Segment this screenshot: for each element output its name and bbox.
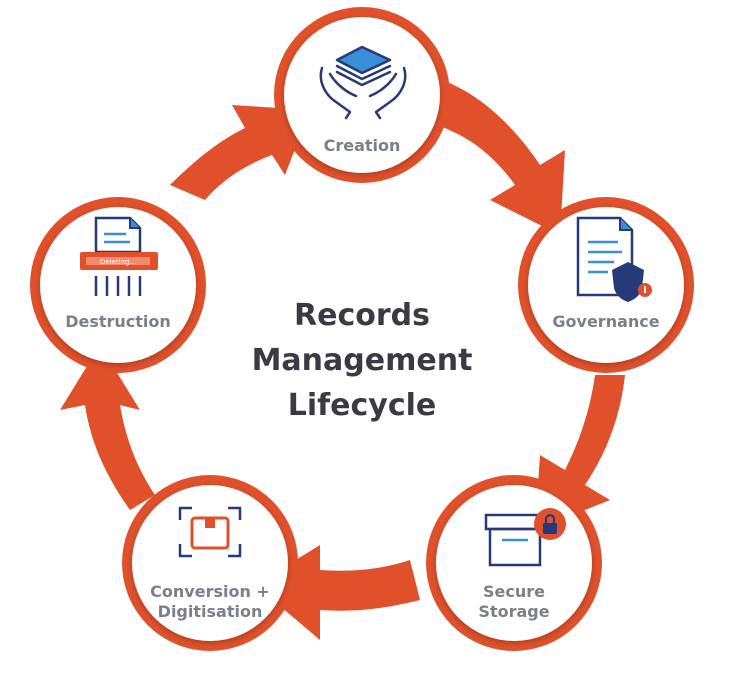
stage-label-conversion-2: Digitisation bbox=[158, 602, 263, 621]
stage-node-destruction: Deleting... Destruction bbox=[30, 197, 206, 373]
stage-node-secure-storage: Secure Storage bbox=[426, 475, 602, 651]
center-title-line-3: Lifecycle bbox=[288, 388, 437, 423]
center-title-line-1: Records bbox=[294, 298, 430, 333]
arrow-destruction-to-creation bbox=[170, 105, 310, 200]
stage-node-governance: Governance bbox=[518, 197, 694, 373]
document-shield-icon bbox=[576, 216, 652, 302]
stage-label-creation: Creation bbox=[324, 136, 401, 155]
hands-holding-papers-icon bbox=[319, 45, 407, 120]
stage-label-destruction: Destruction bbox=[65, 312, 171, 331]
stage-node-creation: Creation bbox=[274, 7, 450, 183]
center-title: Records Management Lifecycle bbox=[252, 298, 473, 423]
locked-box-icon bbox=[484, 508, 566, 567]
scan-frame-icon bbox=[178, 506, 242, 558]
arrow-conversion-to-destruction bbox=[60, 345, 155, 510]
stage-label-governance: Governance bbox=[552, 312, 659, 331]
center-title-line-2: Management bbox=[252, 343, 473, 378]
arrow-creation-to-governance bbox=[420, 75, 565, 235]
shredder-status-text: Deleting... bbox=[100, 258, 136, 266]
stage-label-conversion-1: Conversion + bbox=[150, 582, 270, 601]
shredder-icon: Deleting... bbox=[80, 216, 158, 296]
stage-label-secure-storage-2: Storage bbox=[478, 602, 549, 621]
stage-label-secure-storage-1: Secure bbox=[483, 582, 545, 601]
stage-node-conversion: Conversion + Digitisation bbox=[122, 475, 298, 651]
